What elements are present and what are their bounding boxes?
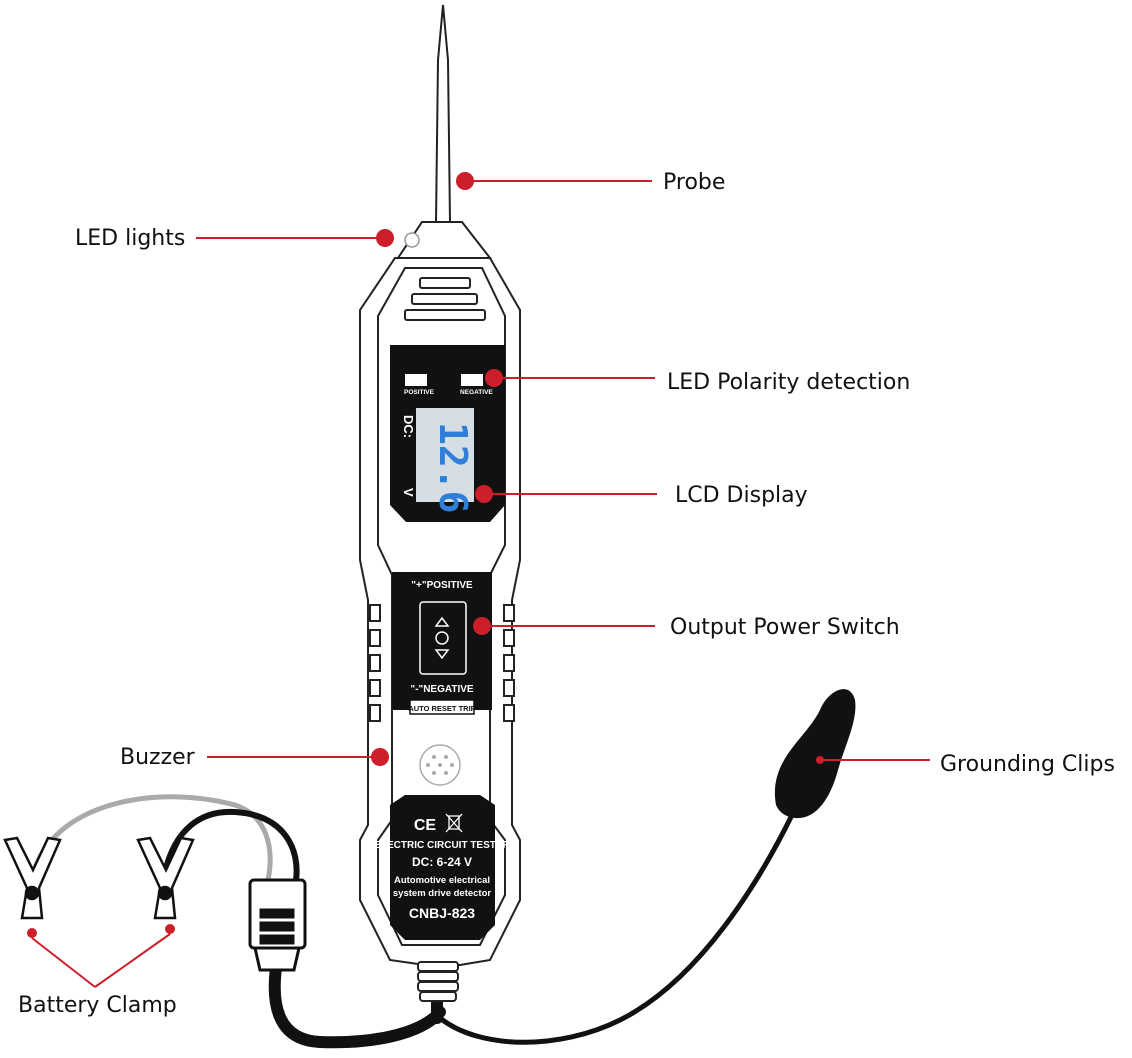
switch-bottom-label: "-"NEGATIVE <box>410 684 474 695</box>
grip-ridges-left <box>369 604 381 722</box>
main-power-cable <box>268 962 446 1049</box>
callout-led-polarity: LED Polarity detection <box>485 369 910 395</box>
switch-top-label: "+"POSITIVE <box>411 580 473 591</box>
callout-grounding-clips-label: Grounding Clips <box>940 752 1115 777</box>
plate-model: CNBJ-823 <box>409 905 475 921</box>
callouts: Probe LED lights LED Polarity detection … <box>18 170 1115 1018</box>
strain-relief <box>417 961 459 1002</box>
grip-ridges-right <box>503 604 515 722</box>
battery-clamp-right <box>136 836 195 934</box>
lcd-screen <box>416 408 474 502</box>
callout-buzzer: Buzzer <box>120 745 389 770</box>
battery-clamp-wire-gray <box>32 794 273 883</box>
battery-clamp-wire-black <box>162 808 300 883</box>
battery-clamp-left <box>3 836 62 938</box>
led-bulb-icon <box>404 232 420 248</box>
callout-output-switch-label: Output Power Switch <box>670 615 900 640</box>
callout-grounding-clips: Grounding Clips <box>816 752 1115 777</box>
lcd-unit: V <box>401 488 416 497</box>
buzzer-grille-icon <box>419 744 461 786</box>
probe-needle <box>434 4 452 223</box>
callout-probe-label: Probe <box>663 170 725 195</box>
callout-battery-clamp: Battery Clamp <box>18 933 177 1018</box>
reset-badge <box>409 699 475 715</box>
alligator-clip-icon <box>3 836 62 920</box>
name-plate: CE ELECTRIC CIRCUIT TESTER DC: 6-24 V Au… <box>374 795 511 940</box>
vent-slot-2 <box>411 293 478 305</box>
alligator-clip-icon <box>136 836 195 920</box>
callout-led-lights: LED lights <box>75 226 394 251</box>
vent-slot-3 <box>404 309 486 321</box>
switch-panel: "+"POSITIVE "-"NEGATIVE AUTO RESET TRIP <box>392 572 492 715</box>
battery-clamp-left-dot <box>27 928 37 938</box>
lcd-mode-label: DC: <box>401 415 416 438</box>
indicator-positive-label: POSITIVE <box>404 389 435 396</box>
lcd-value: 12.6 <box>431 422 475 514</box>
indicator-negative-label: NEGATIVE <box>460 389 493 396</box>
cables <box>32 794 795 1049</box>
callout-lcd-display: LCD Display <box>475 483 808 508</box>
vent-slot-1 <box>419 277 471 289</box>
callout-led-polarity-label: LED Polarity detection <box>667 370 910 395</box>
cigarette-plug <box>248 878 307 972</box>
callout-buzzer-label: Buzzer <box>120 745 196 770</box>
grounding-clip <box>774 689 856 819</box>
callout-led-lights-label: LED lights <box>75 226 185 251</box>
reset-label: AUTO RESET TRIP <box>408 704 475 713</box>
lcd-panel: POSITIVE NEGATIVE DC: 12.6 V <box>390 345 505 522</box>
plate-range: DC: 6-24 V <box>412 855 472 869</box>
plate-desc-2: system drive detector <box>393 888 492 899</box>
callout-output-switch: Output Power Switch <box>473 615 900 640</box>
plate-title: ELECTRIC CIRCUIT TESTER <box>374 840 510 851</box>
callout-battery-clamp-label: Battery Clamp <box>18 993 177 1018</box>
weee-bin-icon <box>445 813 463 833</box>
indicator-positive-led <box>405 374 427 386</box>
grounding-clip-body <box>774 689 856 819</box>
callout-probe: Probe <box>456 170 725 195</box>
battery-clamp-right-dot <box>165 924 175 934</box>
cert-marks: CE <box>414 817 437 834</box>
grounding-cable <box>437 812 795 1045</box>
indicator-negative-led <box>461 374 483 386</box>
rocker-switch-icon[interactable] <box>419 601 467 675</box>
plate-desc-1: Automotive electrical <box>394 875 490 886</box>
callout-lcd-display-label: LCD Display <box>675 483 808 508</box>
